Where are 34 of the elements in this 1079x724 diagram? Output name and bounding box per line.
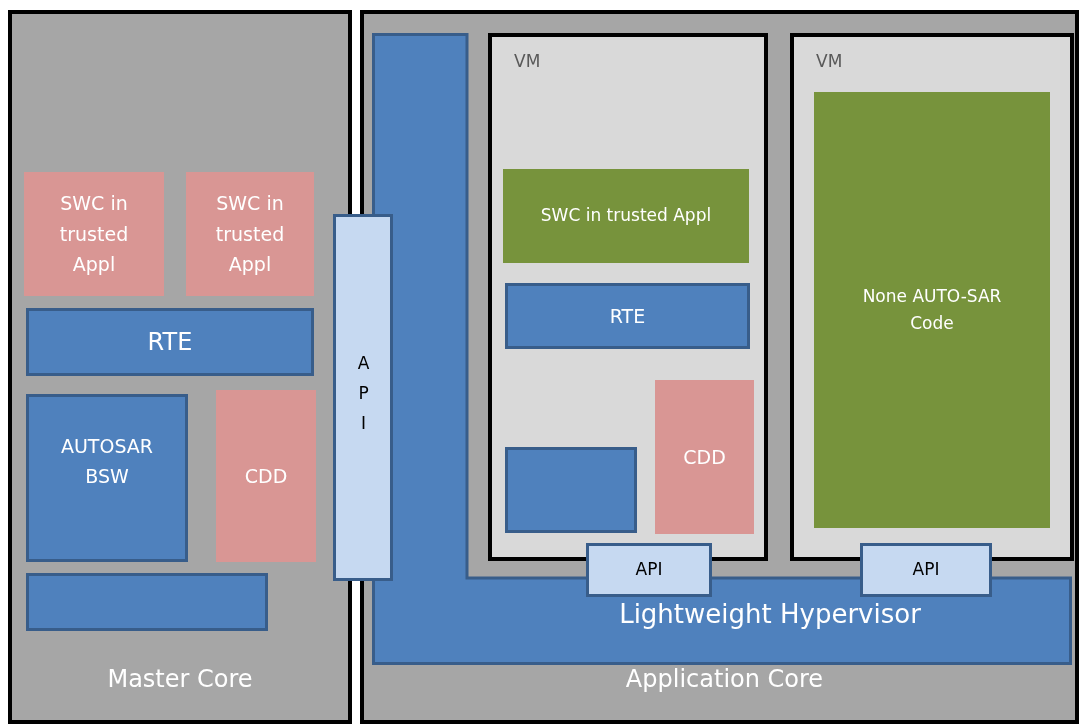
box-label: RTE — [146, 326, 194, 358]
box-label: SWC in trusted Appl — [539, 204, 713, 228]
vm-panel — [488, 33, 768, 561]
component-box — [503, 169, 749, 263]
api-box — [860, 543, 992, 597]
component-box — [186, 172, 314, 296]
vm-title: VM — [816, 53, 843, 70]
box-label: SWC in trusted Appl — [214, 191, 286, 278]
core-title: Master Core — [106, 665, 254, 694]
box-label: SWC in trusted Appl — [58, 191, 130, 278]
component-box — [655, 380, 754, 534]
box-label: API — [912, 558, 940, 582]
core-panel — [8, 10, 352, 724]
core-title: Application Core — [624, 665, 825, 694]
component-box — [216, 390, 316, 562]
api-bar — [333, 214, 393, 581]
vm-panel — [790, 33, 1074, 561]
empty-layer-box — [26, 573, 268, 631]
box-label: API — [635, 558, 663, 582]
box-label: CDD — [682, 444, 727, 470]
component-box — [24, 172, 164, 296]
layer-box — [26, 308, 314, 376]
layer-box — [505, 283, 750, 349]
api-box — [586, 543, 712, 597]
box-label: AUTOSAR BSW — [59, 434, 155, 490]
box-label: CDD — [243, 463, 289, 489]
empty-layer-box — [505, 447, 637, 533]
box-label: None AUTO-SAR Code — [861, 284, 1003, 335]
vm-title: VM — [514, 53, 541, 70]
component-box — [814, 92, 1050, 528]
hypervisor-label: Lightweight Hypervisor — [618, 599, 922, 631]
layer-box — [26, 394, 188, 562]
api-label: API — [352, 352, 375, 443]
box-label: RTE — [608, 303, 647, 329]
